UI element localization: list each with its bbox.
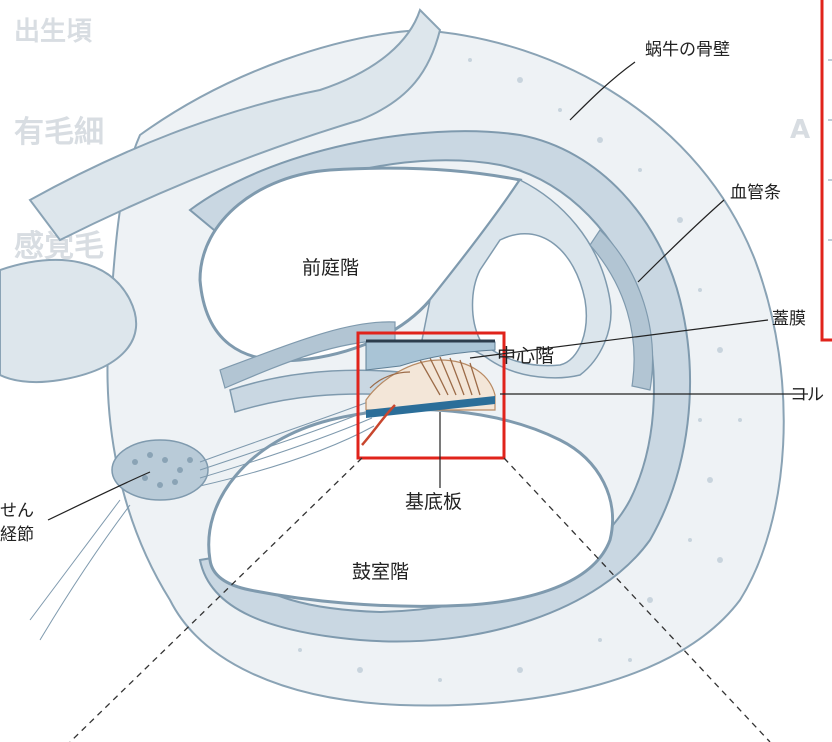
zoom-guides bbox=[69, 457, 771, 742]
label-scala-vestibuli: 前庭階 bbox=[302, 257, 359, 279]
scala-tympani bbox=[207, 408, 615, 608]
label-basilar-membrane: 基底板 bbox=[405, 491, 462, 513]
side-highlight-inner-lines bbox=[828, 59, 832, 241]
leader-ganglion bbox=[47, 471, 151, 521]
leader-tectorial bbox=[469, 319, 769, 359]
leader-lines bbox=[47, 61, 808, 521]
upper-bone-crest bbox=[28, 8, 442, 242]
corti-highlight-box bbox=[356, 331, 506, 460]
cochlear-nerve-red bbox=[361, 404, 396, 446]
label-bone-wall: 蜗牛の骨壁 bbox=[645, 40, 730, 60]
bleed-letter-a: A bbox=[790, 115, 810, 145]
label-scala-tympani: 鼓室階 bbox=[352, 561, 409, 583]
leader-bone-wall bbox=[569, 61, 636, 121]
leader-stria bbox=[637, 199, 725, 283]
label-scala-media: 中心階 bbox=[497, 345, 554, 367]
bleed-heading-1: 有毛細 bbox=[14, 115, 104, 150]
stria-vascularis-band bbox=[589, 229, 654, 391]
basilar-membrane bbox=[366, 396, 495, 418]
spiral-ganglion bbox=[111, 439, 209, 501]
organ-of-corti bbox=[365, 356, 496, 411]
left-bone-fragment bbox=[0, 259, 138, 384]
label-organ-of-corti: コル bbox=[790, 385, 824, 405]
tectorial-membrane bbox=[365, 341, 496, 371]
bleed-top-fragment: 出生頃 bbox=[14, 17, 93, 47]
label-spiral-ganglion-2: 経節 bbox=[0, 525, 34, 545]
nerve-fibers bbox=[29, 401, 375, 641]
side-highlight-fragment bbox=[820, 0, 832, 342]
label-spiral-ganglion-1: せん bbox=[0, 501, 34, 521]
bone-texture bbox=[298, 58, 742, 682]
bleed-through-text: 出生頃 有毛細 感覚毛 A bbox=[14, 17, 810, 264]
label-stria-vascularis: 血管条 bbox=[730, 183, 781, 203]
label-tectorial-membrane: 蓋膜 bbox=[772, 309, 806, 329]
